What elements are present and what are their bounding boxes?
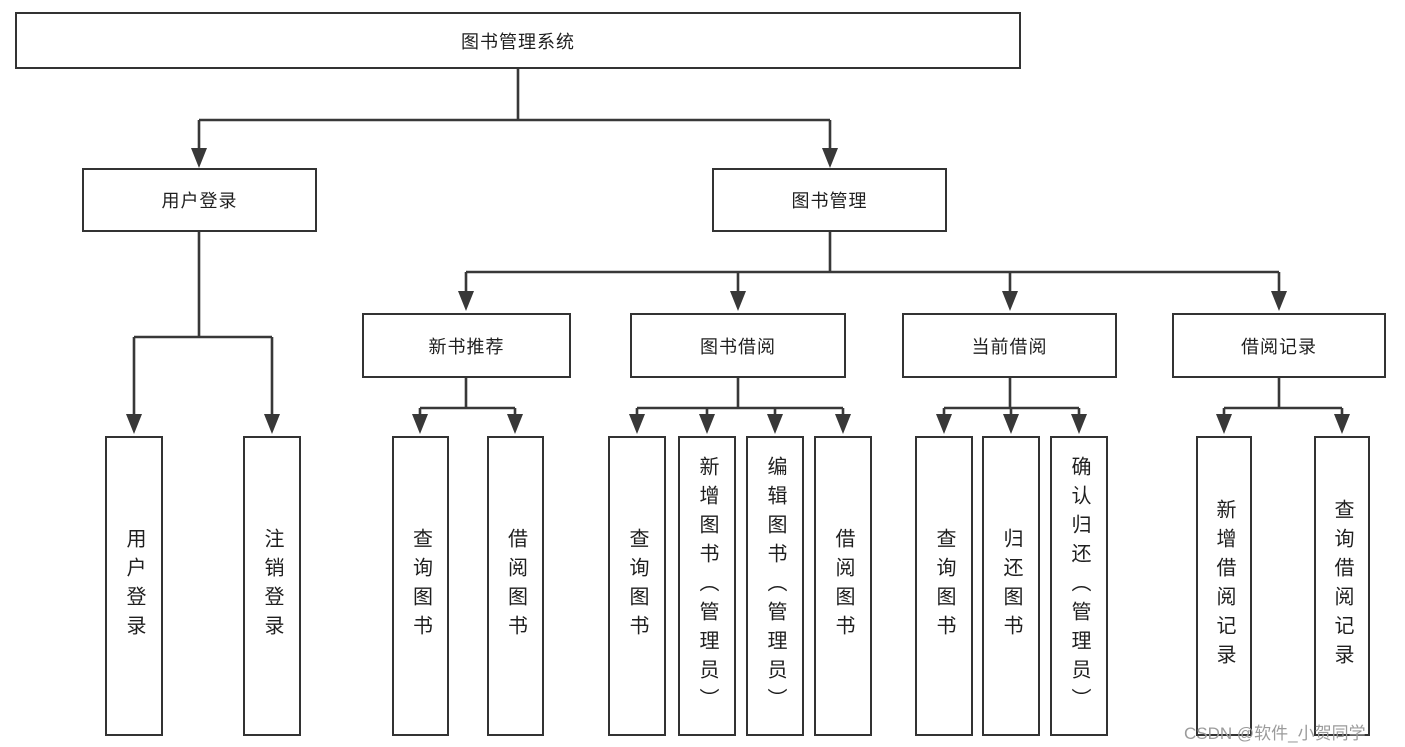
leaf-user-login: 用户登录 [105,436,163,736]
node-new-book-recommend: 新书推荐 [362,313,571,378]
leaf-confirm-return-admin: 确认归还（管理员） [1050,436,1108,736]
leaf-borrow-books-recommend-label: 借阅图书 [504,528,527,644]
leaf-query-borrow-record-label: 查询借阅记录 [1331,499,1353,673]
node-book-management-label: 图书管理 [791,191,868,211]
leaf-add-borrow-record: 新增借阅记录 [1196,436,1252,736]
leaf-confirm-return-admin-label: 确认归还（管理员） [1068,455,1090,717]
leaf-return-book: 归还图书 [982,436,1040,736]
leaf-logout: 注销登录 [243,436,301,736]
leaf-add-borrow-record-label: 新增借阅记录 [1213,499,1235,673]
leaf-user-login-label: 用户登录 [123,528,145,644]
node-current-borrow: 当前借阅 [902,313,1117,378]
leaf-query-books-current-label: 查询图书 [933,528,955,644]
leaf-edit-book-admin: 编辑图书（管理员） [746,436,804,736]
node-book-borrow-label: 图书借阅 [700,336,776,357]
leaf-query-books-recommend: 查询图书 [392,436,449,736]
node-current-borrow-label: 当前借阅 [971,336,1048,357]
node-library-system-label: 图书管理系统 [461,31,575,52]
leaf-query-books-borrow-label: 查询图书 [626,528,648,644]
leaf-logout-label: 注销登录 [261,528,283,644]
leaf-borrow-books-label: 借阅图书 [832,528,854,644]
node-borrow-records-label: 借阅记录 [1241,336,1317,357]
node-user-login: 用户登录 [82,168,317,232]
leaf-query-books-current: 查询图书 [915,436,973,736]
node-book-management: 图书管理 [712,168,947,232]
leaf-borrow-books: 借阅图书 [814,436,872,736]
node-new-book-recommend-label: 新书推荐 [428,336,505,357]
node-user-login-label: 用户登录 [161,191,238,211]
leaf-query-borrow-record: 查询借阅记录 [1314,436,1370,736]
leaf-query-books-borrow: 查询图书 [608,436,666,736]
leaf-add-book-admin: 新增图书（管理员） [678,436,736,736]
leaf-return-book-label: 归还图书 [1000,528,1022,644]
csdn-watermark: CSDN @软件_小贺同学 [1184,724,1366,743]
node-book-borrow: 图书借阅 [630,313,846,378]
leaf-borrow-books-recommend: 借阅图书 [487,436,544,736]
node-borrow-records: 借阅记录 [1172,313,1386,378]
node-library-system: 图书管理系统 [15,12,1021,69]
leaf-query-books-recommend-label: 查询图书 [409,528,432,644]
leaf-add-book-admin-label: 新增图书（管理员） [696,455,718,717]
leaf-edit-book-admin-label: 编辑图书（管理员） [764,455,786,717]
